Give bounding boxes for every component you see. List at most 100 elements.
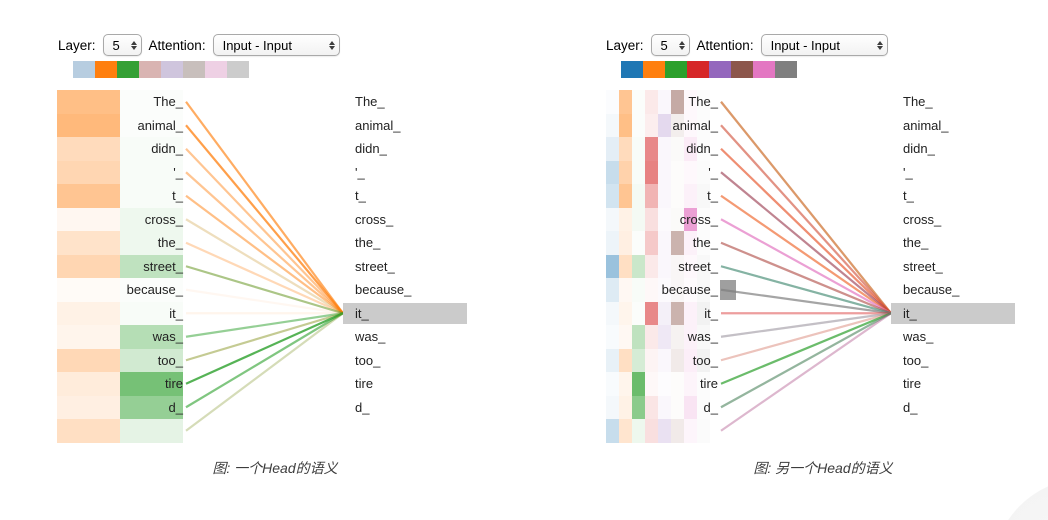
attention-line xyxy=(720,218,892,315)
left-token[interactable]: it_ xyxy=(169,305,183,321)
head-swatch-8[interactable] xyxy=(227,61,249,78)
heat-cell-orange xyxy=(57,419,120,443)
stepper-arrows-icon xyxy=(130,40,137,50)
right-token[interactable]: t_ xyxy=(903,188,914,203)
heat-cell-red xyxy=(645,419,658,443)
left-token[interactable]: was_ xyxy=(687,329,718,344)
right-token[interactable]: '_ xyxy=(355,164,365,180)
head-swatch-3[interactable] xyxy=(117,61,139,78)
head-swatch-3[interactable] xyxy=(665,61,687,78)
heat-cell-orange xyxy=(57,372,120,396)
left-token[interactable]: street_ xyxy=(678,258,718,274)
heat-cell-orange xyxy=(619,254,632,278)
left-token[interactable]: cross_ xyxy=(679,211,718,227)
right-token[interactable]: The_ xyxy=(355,94,385,109)
head-swatch-1[interactable] xyxy=(621,61,643,78)
left-token[interactable]: too_ xyxy=(157,352,183,368)
right-token[interactable]: cross_ xyxy=(355,211,394,227)
heat-cell-brown xyxy=(671,254,684,278)
head-swatch-7[interactable] xyxy=(205,61,227,78)
left-token[interactable]: cross_ xyxy=(144,211,183,227)
right-token[interactable]: it_ xyxy=(355,305,369,321)
left-token[interactable]: d_ xyxy=(703,399,718,415)
left-token[interactable]: it_ xyxy=(704,305,718,321)
left-token[interactable]: didn_ xyxy=(151,141,183,156)
head-swatch-2[interactable] xyxy=(643,61,665,78)
heat-cell-pink xyxy=(684,160,697,184)
layer-select[interactable]: 5 xyxy=(102,34,142,56)
right-token[interactable]: too_ xyxy=(355,352,381,368)
left-token[interactable]: animal_ xyxy=(672,117,718,133)
left-token[interactable]: because_ xyxy=(126,282,183,297)
head-swatch-5[interactable] xyxy=(709,61,731,78)
attention-select[interactable]: Input - Input xyxy=(760,34,888,56)
left-token[interactable]: t_ xyxy=(172,188,183,203)
heat-cell-gray xyxy=(697,325,710,349)
right-token[interactable]: was_ xyxy=(903,329,934,344)
left-token[interactable]: too_ xyxy=(692,352,718,368)
left-token[interactable]: tire xyxy=(164,376,183,391)
heat-cell-orange xyxy=(619,278,632,302)
head-swatch-6[interactable] xyxy=(731,61,753,78)
head-swatch-5[interactable] xyxy=(161,61,183,78)
right-token[interactable]: didn_ xyxy=(903,141,935,156)
left-token[interactable]: The_ xyxy=(688,94,718,109)
heat-cell-green xyxy=(632,372,645,396)
attention-line xyxy=(185,312,344,362)
right-token[interactable]: didn_ xyxy=(355,141,387,156)
left-token[interactable]: '_ xyxy=(708,164,718,180)
right-token[interactable]: because_ xyxy=(903,282,960,297)
left-token[interactable]: animal_ xyxy=(137,117,183,133)
heat-cell-brown xyxy=(671,348,684,372)
head-swatch-4[interactable] xyxy=(687,61,709,78)
attention-line xyxy=(720,312,892,432)
right-token[interactable]: animal_ xyxy=(903,117,949,133)
heat-cell-green xyxy=(120,348,183,372)
heat-cell-green xyxy=(632,395,645,419)
head-swatch-8[interactable] xyxy=(775,61,797,78)
head-swatch-7[interactable] xyxy=(753,61,775,78)
right-token[interactable]: The_ xyxy=(903,94,933,109)
left-token[interactable]: The_ xyxy=(153,94,183,109)
right-token[interactable]: tire xyxy=(355,376,374,391)
attention-value: Input - Input xyxy=(222,37,292,53)
right-token[interactable]: cross_ xyxy=(903,211,942,227)
left-token[interactable]: was_ xyxy=(152,329,183,344)
right-token[interactable]: d_ xyxy=(355,399,370,415)
right-token[interactable]: the_ xyxy=(355,235,381,250)
left-token[interactable]: the_ xyxy=(692,235,718,250)
heat-cell-brown xyxy=(671,231,684,255)
left-token[interactable]: t_ xyxy=(707,188,718,203)
right-token[interactable]: animal_ xyxy=(355,117,401,133)
attention-line xyxy=(185,124,344,314)
right-token[interactable]: street_ xyxy=(903,258,943,274)
left-token[interactable]: tire xyxy=(699,376,718,391)
right-token[interactable]: '_ xyxy=(903,164,913,180)
right-token[interactable]: because_ xyxy=(355,282,412,297)
head-swatch-2[interactable] xyxy=(95,61,117,78)
attention-select[interactable]: Input - Input xyxy=(212,34,340,56)
heat-cell-orange xyxy=(57,207,120,231)
right-token[interactable]: it_ xyxy=(903,305,917,321)
right-token[interactable]: street_ xyxy=(355,258,395,274)
left-token[interactable]: the_ xyxy=(157,235,183,250)
layer-select[interactable]: 5 xyxy=(650,34,690,56)
left-token[interactable]: '_ xyxy=(173,164,183,180)
right-token[interactable]: too_ xyxy=(903,352,929,368)
head-swatch-6[interactable] xyxy=(183,61,205,78)
left-token[interactable]: didn_ xyxy=(686,141,718,156)
right-token[interactable]: d_ xyxy=(903,399,918,415)
left-token[interactable]: street_ xyxy=(143,258,183,274)
right-token[interactable]: t_ xyxy=(355,188,366,203)
left-token[interactable]: because_ xyxy=(661,282,718,297)
right-token[interactable]: tire xyxy=(903,376,922,391)
head-swatch-4[interactable] xyxy=(139,61,161,78)
attention-panel-one-head: Layer: 5 Attention: Input - Input The_an… xyxy=(40,30,510,485)
left-token[interactable]: d_ xyxy=(168,399,183,415)
heat-cell-blue xyxy=(606,231,619,255)
heat-cell-pink xyxy=(684,113,697,137)
attention-line xyxy=(720,312,892,409)
right-token[interactable]: the_ xyxy=(903,235,929,250)
head-swatch-1[interactable] xyxy=(73,61,95,78)
right-token[interactable]: was_ xyxy=(355,329,386,344)
